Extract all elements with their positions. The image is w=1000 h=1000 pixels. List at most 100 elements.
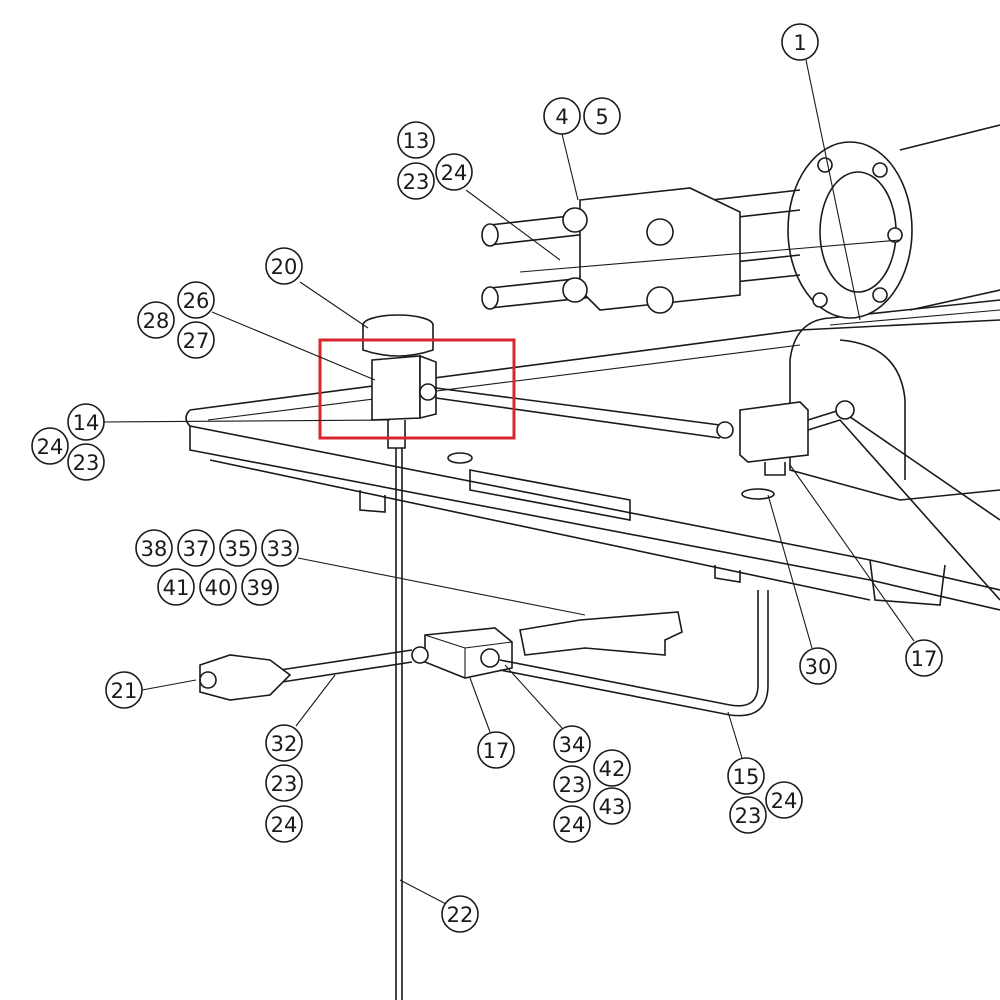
balloon-circle xyxy=(177,281,215,319)
balloon-circle xyxy=(583,97,621,135)
balloon-circle xyxy=(105,671,143,709)
item-balloon-21: 21 xyxy=(105,671,143,709)
balloon-circle xyxy=(265,764,303,802)
balloon-label: 21 xyxy=(111,679,138,703)
balloon-label: 24 xyxy=(771,789,798,813)
balloon-label: 23 xyxy=(559,773,586,797)
flange xyxy=(787,124,1000,319)
balloon-label: 22 xyxy=(447,903,474,927)
item-balloon-23: 23 xyxy=(265,764,303,802)
balloon-label: 24 xyxy=(441,161,468,185)
balloon-label: 41 xyxy=(163,576,190,600)
balloon-circle xyxy=(727,757,765,795)
balloon-label: 1 xyxy=(793,31,806,55)
balloon-circle xyxy=(199,568,237,606)
balloon-label: 37 xyxy=(183,537,210,561)
balloon-circle xyxy=(553,765,591,803)
item-balloon-24: 24 xyxy=(31,427,69,465)
base-frame xyxy=(185,319,1000,611)
balloon-circle xyxy=(553,725,591,763)
item-balloon-1: 1 xyxy=(781,23,819,61)
manifold-block-upper xyxy=(716,400,1000,601)
housing xyxy=(789,299,1000,501)
balloon-circle xyxy=(265,724,303,762)
balloon-label: 26 xyxy=(183,289,210,313)
balloon-label: 38 xyxy=(141,537,168,561)
item-balloon-28: 28 xyxy=(137,301,175,339)
item-balloon-27: 27 xyxy=(177,321,215,359)
balloon-label: 33 xyxy=(267,537,294,561)
item-balloon-14: 14 xyxy=(67,403,105,441)
item-balloon-37: 37 xyxy=(177,529,215,567)
item-balloon-20: 20 xyxy=(265,247,303,285)
balloon-label: 30 xyxy=(805,655,832,679)
balloon-circle xyxy=(137,301,175,339)
item-balloon-24: 24 xyxy=(435,153,473,191)
item-balloon-41: 41 xyxy=(157,568,195,606)
item-balloon-24: 24 xyxy=(553,805,591,843)
balloon-circle xyxy=(781,23,819,61)
balloon-label: 15 xyxy=(733,765,760,789)
balloon-circle xyxy=(553,805,591,843)
balloon-circle xyxy=(397,121,435,159)
balloon-circle xyxy=(799,647,837,685)
item-balloon-34: 34 xyxy=(553,725,591,763)
balloon-label: 35 xyxy=(225,537,252,561)
balloon-label: 23 xyxy=(73,451,100,475)
balloon-label: 40 xyxy=(205,576,232,600)
balloon-label: 39 xyxy=(247,576,274,600)
item-balloon-17: 17 xyxy=(477,731,515,769)
balloon-circle xyxy=(477,731,515,769)
item-balloon-30: 30 xyxy=(799,647,837,685)
balloon-label: 23 xyxy=(735,804,762,828)
balloon-circle xyxy=(135,529,173,567)
balloon-label: 28 xyxy=(143,309,170,333)
balloon-circle xyxy=(177,529,215,567)
balloon-label: 42 xyxy=(599,757,626,781)
balloon-circle xyxy=(905,639,943,677)
balloon-label: 34 xyxy=(559,733,586,757)
balloon-label: 17 xyxy=(483,739,510,763)
balloon-circle xyxy=(261,529,299,567)
balloon-label: 23 xyxy=(271,772,298,796)
item-balloon-23: 23 xyxy=(397,162,435,200)
balloon-circle xyxy=(157,568,195,606)
item-balloon-22: 22 xyxy=(441,895,479,933)
item-balloon-15: 15 xyxy=(727,757,765,795)
item-balloon-43: 43 xyxy=(593,787,631,825)
item-balloon-17: 17 xyxy=(905,639,943,677)
highlight-box xyxy=(318,338,516,440)
item-balloon-32: 32 xyxy=(265,724,303,762)
item-balloon-40: 40 xyxy=(199,568,237,606)
item-balloon-33: 33 xyxy=(261,529,299,567)
balloon-label: 24 xyxy=(271,813,298,837)
balloon-circle xyxy=(397,162,435,200)
balloon-circle xyxy=(765,781,803,819)
item-balloon-4: 4 xyxy=(543,97,581,135)
balloon-label: 20 xyxy=(271,255,298,279)
balloon-circle xyxy=(67,403,105,441)
balloon-label: 4 xyxy=(555,105,568,129)
balloon-label: 27 xyxy=(183,329,210,353)
balloon-circle xyxy=(265,805,303,843)
balloon-circle xyxy=(67,443,105,481)
balloon-label: 24 xyxy=(37,435,64,459)
item-balloon-23: 23 xyxy=(729,796,767,834)
balloon-circle xyxy=(543,97,581,135)
item-balloon-38: 38 xyxy=(135,529,173,567)
item-balloon-23: 23 xyxy=(553,765,591,803)
item-balloon-35: 35 xyxy=(219,529,257,567)
balloon-label: 14 xyxy=(73,411,100,435)
balloon-circle xyxy=(435,153,473,191)
leader-lines xyxy=(103,59,915,905)
item-balloon-39: 39 xyxy=(241,568,279,606)
rods xyxy=(481,187,901,314)
balloon-label: 43 xyxy=(599,795,626,819)
item-balloon-23: 23 xyxy=(67,443,105,481)
balloon-label: 5 xyxy=(595,105,608,129)
balloon-circle xyxy=(265,247,303,285)
balloon-circle xyxy=(441,895,479,933)
